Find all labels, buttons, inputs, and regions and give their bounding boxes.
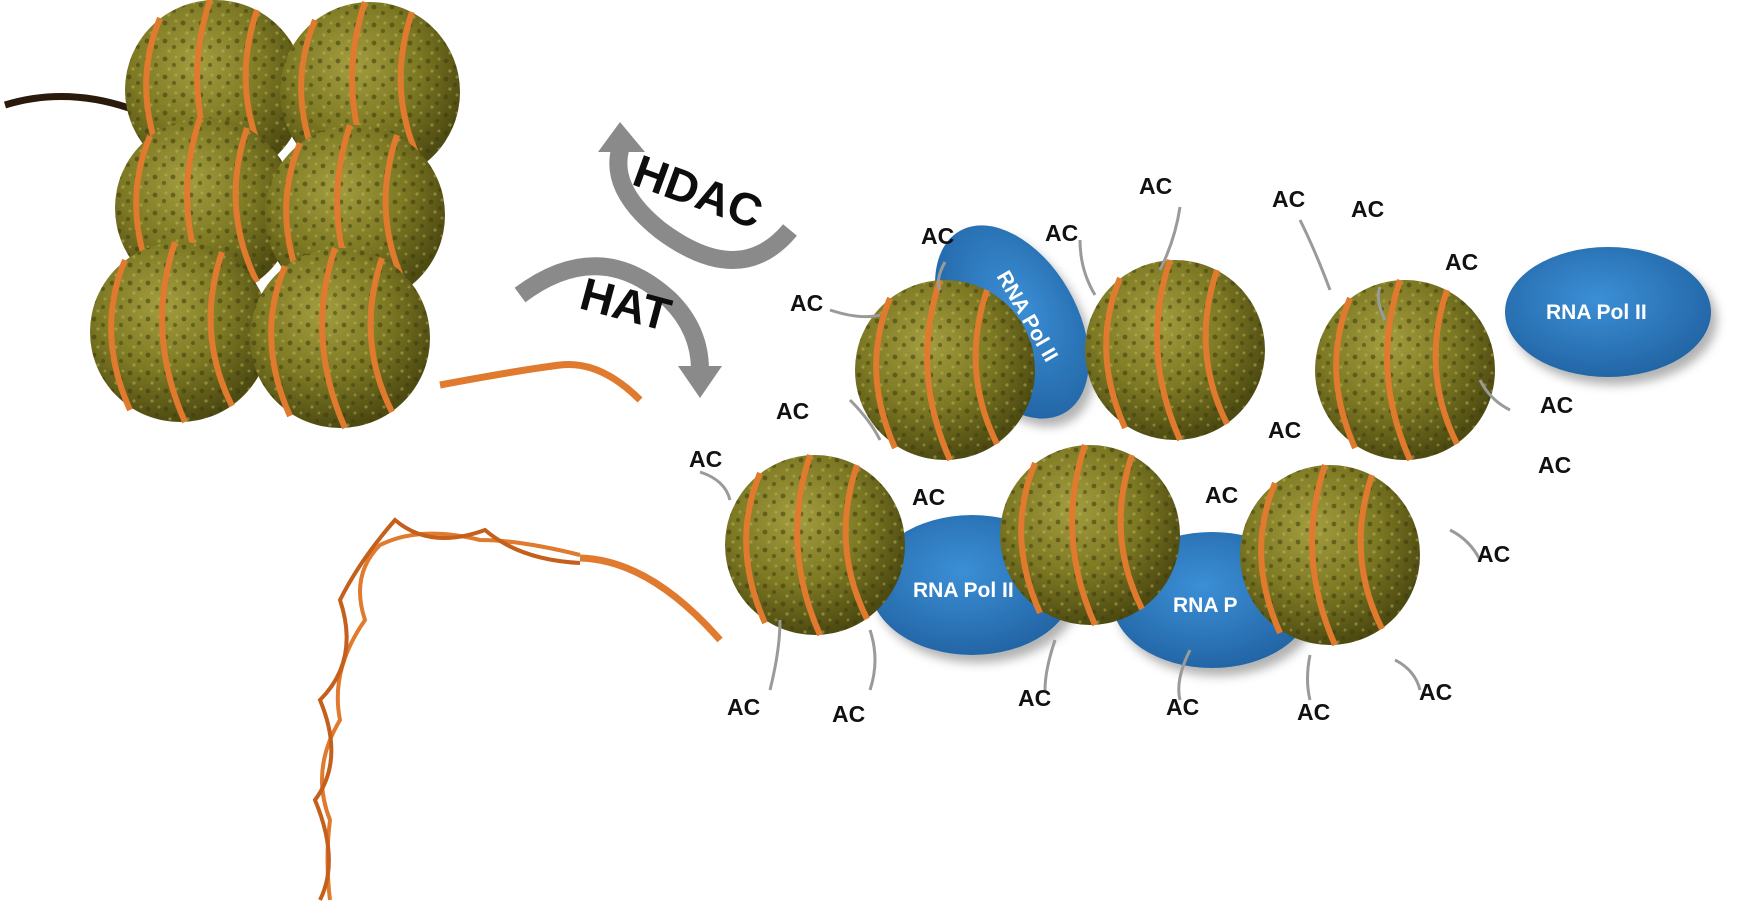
enzyme-arrows: HDAC HAT <box>514 122 797 398</box>
acetyl-label: AC <box>1419 679 1452 705</box>
acetyl-label: AC <box>1018 685 1051 711</box>
nucleosome <box>855 280 1035 460</box>
dna-linker-left <box>3 92 142 116</box>
acetyl-label: AC <box>832 701 865 727</box>
acetyl-label: AC <box>1205 482 1238 508</box>
acetyl-label: AC <box>1538 452 1571 478</box>
hdac-arrowhead <box>598 122 645 152</box>
nucleosome <box>1000 445 1180 625</box>
dna-double-helix <box>312 517 723 901</box>
acetyl-label: AC <box>912 484 945 510</box>
rna-pol-ii-label: RNA P <box>1173 594 1238 617</box>
acetyl-label: AC <box>1445 249 1478 275</box>
acetyl-label: AC <box>1540 392 1573 418</box>
rna-pol-ii-label: RNA Pol II <box>1546 301 1647 324</box>
acetyl-label: AC <box>921 223 954 249</box>
rna-pol-ii-label: RNA Pol II <box>913 579 1014 602</box>
nucleosome <box>90 242 270 422</box>
nucleosome <box>725 455 905 635</box>
open-chromatin: RNA Pol II RNA Pol II RNA Pol II RNA P <box>689 173 1711 727</box>
histone-tails <box>699 206 1511 701</box>
acetyl-label: AC <box>1297 699 1330 725</box>
acetyl-label: AC <box>1477 541 1510 567</box>
acetyl-label: AC <box>1166 694 1199 720</box>
acetyl-label: AC <box>1045 220 1078 246</box>
condensed-chromatin <box>3 0 643 428</box>
hat-arrow <box>514 257 709 371</box>
hat-arrowhead <box>678 366 722 398</box>
nucleosome <box>250 248 430 428</box>
acetyl-label: AC <box>689 446 722 472</box>
dna-linker-right <box>439 360 643 403</box>
acetyl-label: AC <box>790 290 823 316</box>
nucleosome <box>1240 465 1420 645</box>
acetyl-label: AC <box>776 398 809 424</box>
hdac-arrow <box>609 147 797 269</box>
nucleosome <box>1315 280 1495 460</box>
acetyl-label: AC <box>727 694 760 720</box>
acetyl-label: AC <box>1272 186 1305 212</box>
acetyl-label: AC <box>1139 173 1172 199</box>
nucleosome <box>1085 260 1265 440</box>
acetyl-label: AC <box>1351 196 1384 222</box>
rna-pol-ii <box>1505 247 1711 377</box>
hat-label: HAT <box>575 267 676 341</box>
acetyl-label: AC <box>1268 417 1301 443</box>
